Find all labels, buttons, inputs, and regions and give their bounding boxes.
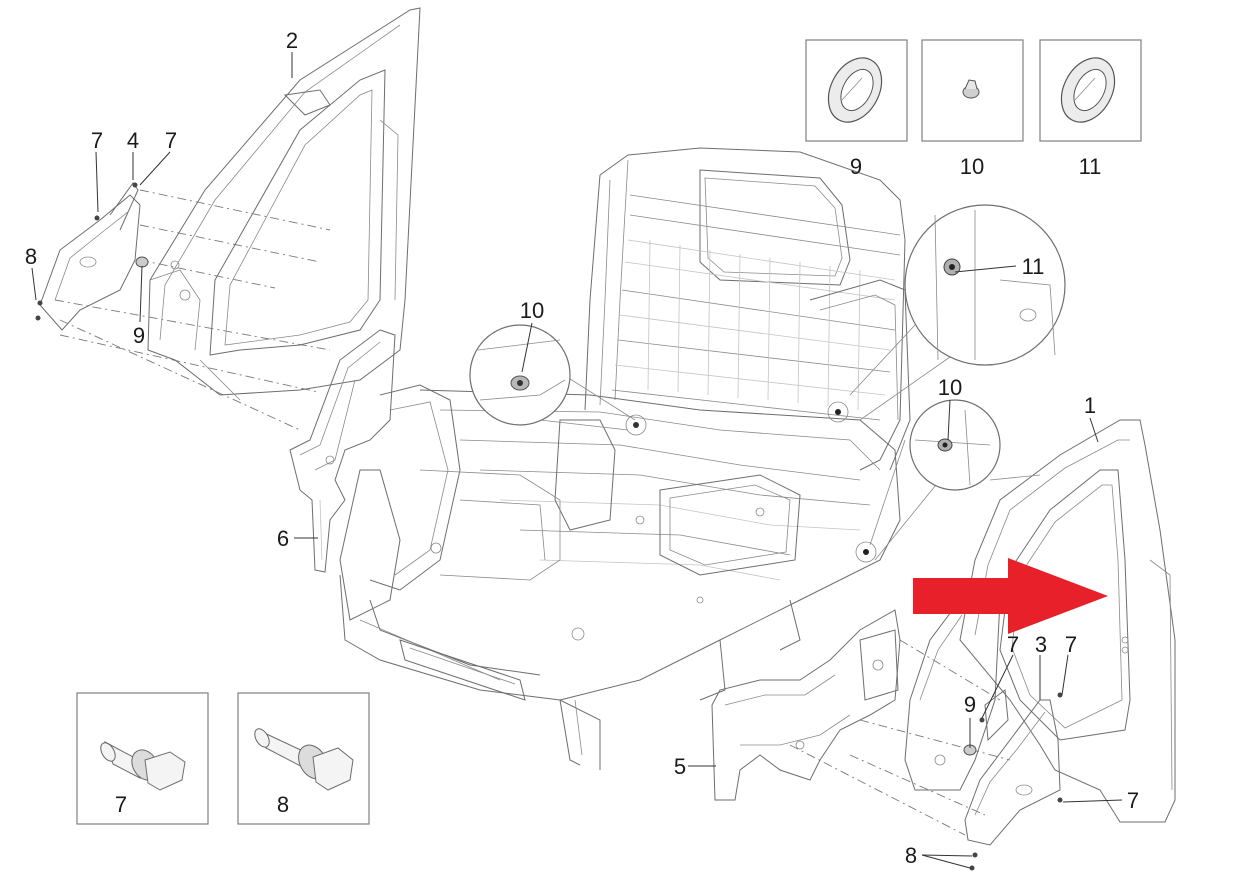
callout-7: 7 <box>1007 632 1019 657</box>
callout-4: 4 <box>127 128 139 153</box>
pillar-reinforcement-part-6 <box>289 329 396 573</box>
callout-1: 1 <box>1084 393 1096 418</box>
callout-9: 9 <box>964 692 976 717</box>
inset-box-9-label: 9 <box>850 154 862 179</box>
inset-box-8-label: 8 <box>277 792 289 817</box>
inset-box-7-label: 7 <box>115 792 127 817</box>
callout-11: 11 <box>1022 254 1045 279</box>
cab-body-illustration <box>339 147 911 770</box>
inset-box-10-label: 10 <box>960 154 984 179</box>
callout-10: 10 <box>520 298 544 323</box>
callout-7: 7 <box>1065 632 1077 657</box>
bracket-left-part-4 <box>39 182 141 331</box>
bracket-right-part-3 <box>964 689 1061 846</box>
right-a-pillar-lower <box>904 599 1001 791</box>
detail-circle-10-right <box>855 399 1001 563</box>
callout-leaders <box>31 52 1123 869</box>
callout-6: 6 <box>277 526 289 551</box>
callout-7: 7 <box>91 128 103 153</box>
inset-box-7: 7 <box>76 692 209 825</box>
callout-labels: 2 7 4 7 8 9 6 10 11 10 1 5 7 3 7 9 7 8 <box>25 28 1139 868</box>
callout-10: 10 <box>938 375 962 400</box>
callout-7: 7 <box>165 128 177 153</box>
callout-9: 9 <box>133 323 145 348</box>
inset-box-9: 9 <box>805 39 908 179</box>
inset-box-11-label: 11 <box>1079 154 1102 179</box>
detail-circle-11 <box>827 204 1066 423</box>
assembly-guide-lines <box>54 189 1011 836</box>
callout-8: 8 <box>905 843 917 868</box>
red-arrow-icon <box>913 558 1108 634</box>
door-frame-right-part-1 <box>959 419 1176 823</box>
callout-3: 3 <box>1035 632 1047 657</box>
callout-5: 5 <box>674 754 686 779</box>
callout-8: 8 <box>25 244 37 269</box>
inset-box-8: 8 <box>237 692 370 825</box>
callout-7: 7 <box>1127 788 1139 813</box>
door-frame-left-part-2 <box>147 7 421 401</box>
inset-box-11: 11 <box>1039 39 1142 179</box>
front-reinforcement-part-5 <box>711 609 901 801</box>
detail-circle-10-left <box>469 324 647 436</box>
callout-2: 2 <box>286 28 298 53</box>
inset-box-10: 10 <box>921 39 1024 179</box>
